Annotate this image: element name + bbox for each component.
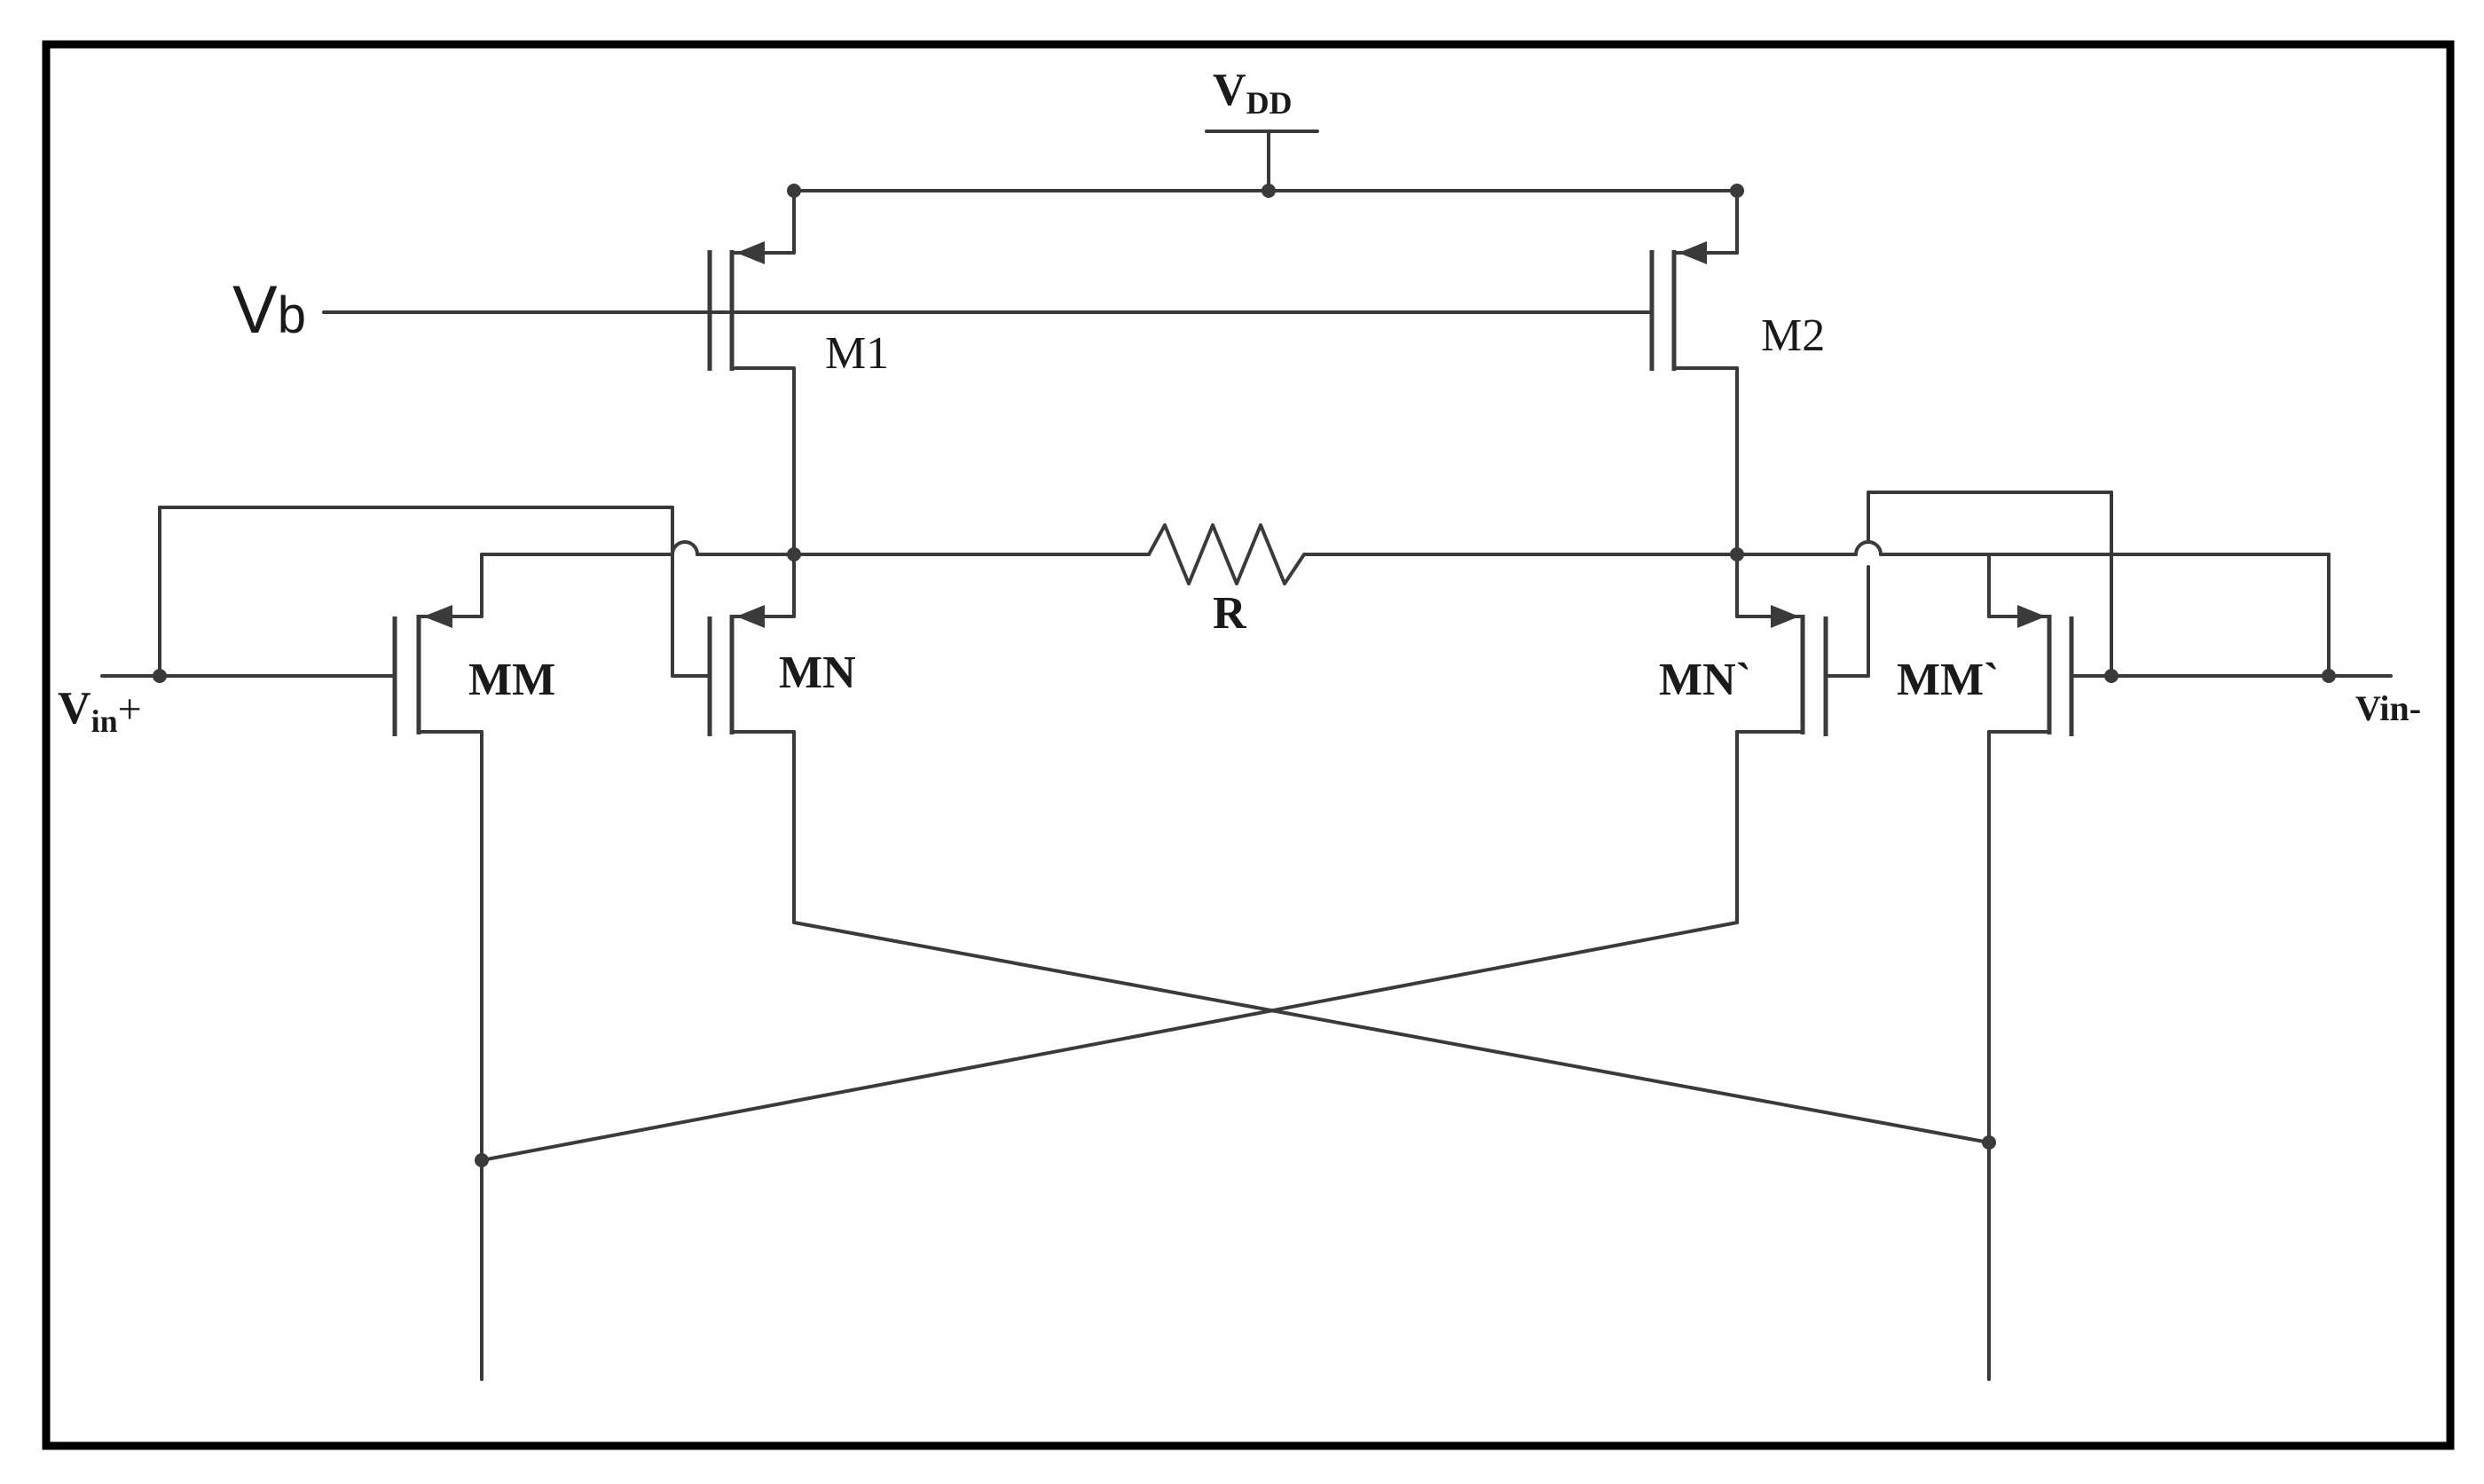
- left-feedback-wire: [158, 506, 711, 678]
- resistor-r: [1147, 523, 1306, 585]
- vin-minus-junction-outer: [2322, 669, 2336, 683]
- mm-label: MM: [468, 655, 555, 705]
- m2-source-arrow: [1678, 241, 1707, 264]
- vdd-junction: [1262, 184, 1276, 198]
- transistor-m1: [707, 189, 796, 556]
- m1-label: M1: [825, 328, 889, 379]
- cross-wire-mn-prime-to-mm: [480, 921, 1739, 1162]
- jumper-right: [1854, 540, 1883, 556]
- mn-prime-arrow: [1771, 605, 1799, 628]
- mm-arrow: [423, 605, 452, 628]
- transistor-mm-prime: [1987, 553, 2074, 1381]
- transistor-mn: [707, 553, 796, 924]
- vb-label: Vb: [232, 272, 306, 348]
- m2-label: M2: [1761, 310, 1825, 361]
- vin-minus-junction-inner: [2104, 669, 2118, 683]
- m1-source-arrow: [736, 241, 765, 264]
- mn-label: MN: [779, 648, 856, 698]
- vin-minus-input: [2070, 669, 2393, 683]
- mm-prime-label: MM`: [1897, 655, 1999, 705]
- vin-plus-input: [100, 669, 397, 683]
- transistor-mm: [392, 553, 483, 1381]
- mn-prime-label: MN`: [1659, 655, 1751, 705]
- mm-prime-arrow: [2017, 605, 2046, 628]
- mn-arrow: [736, 605, 765, 628]
- vdd-supply: [787, 130, 1744, 198]
- cross-coupling: [475, 921, 1996, 1167]
- vdd-label: VDD: [1213, 65, 1293, 121]
- transistor-m2: [1649, 189, 1739, 556]
- transistor-mn-prime: [1735, 553, 1828, 924]
- vin-minus-label: Vin-: [2355, 688, 2421, 728]
- cross-junction-left: [475, 1153, 489, 1167]
- cross-wire-mn-to-mm-prime: [792, 921, 1991, 1144]
- jumper-left: [671, 540, 699, 556]
- cross-junction-right: [1982, 1135, 1996, 1150]
- node-line: [480, 523, 2331, 678]
- resistor-label: R: [1213, 588, 1247, 639]
- vin-plus-junction: [153, 669, 167, 683]
- vin-plus-label: Vin+: [58, 683, 142, 739]
- diagram-frame: [42, 40, 2455, 1450]
- right-feedback-wire: [1824, 491, 2113, 678]
